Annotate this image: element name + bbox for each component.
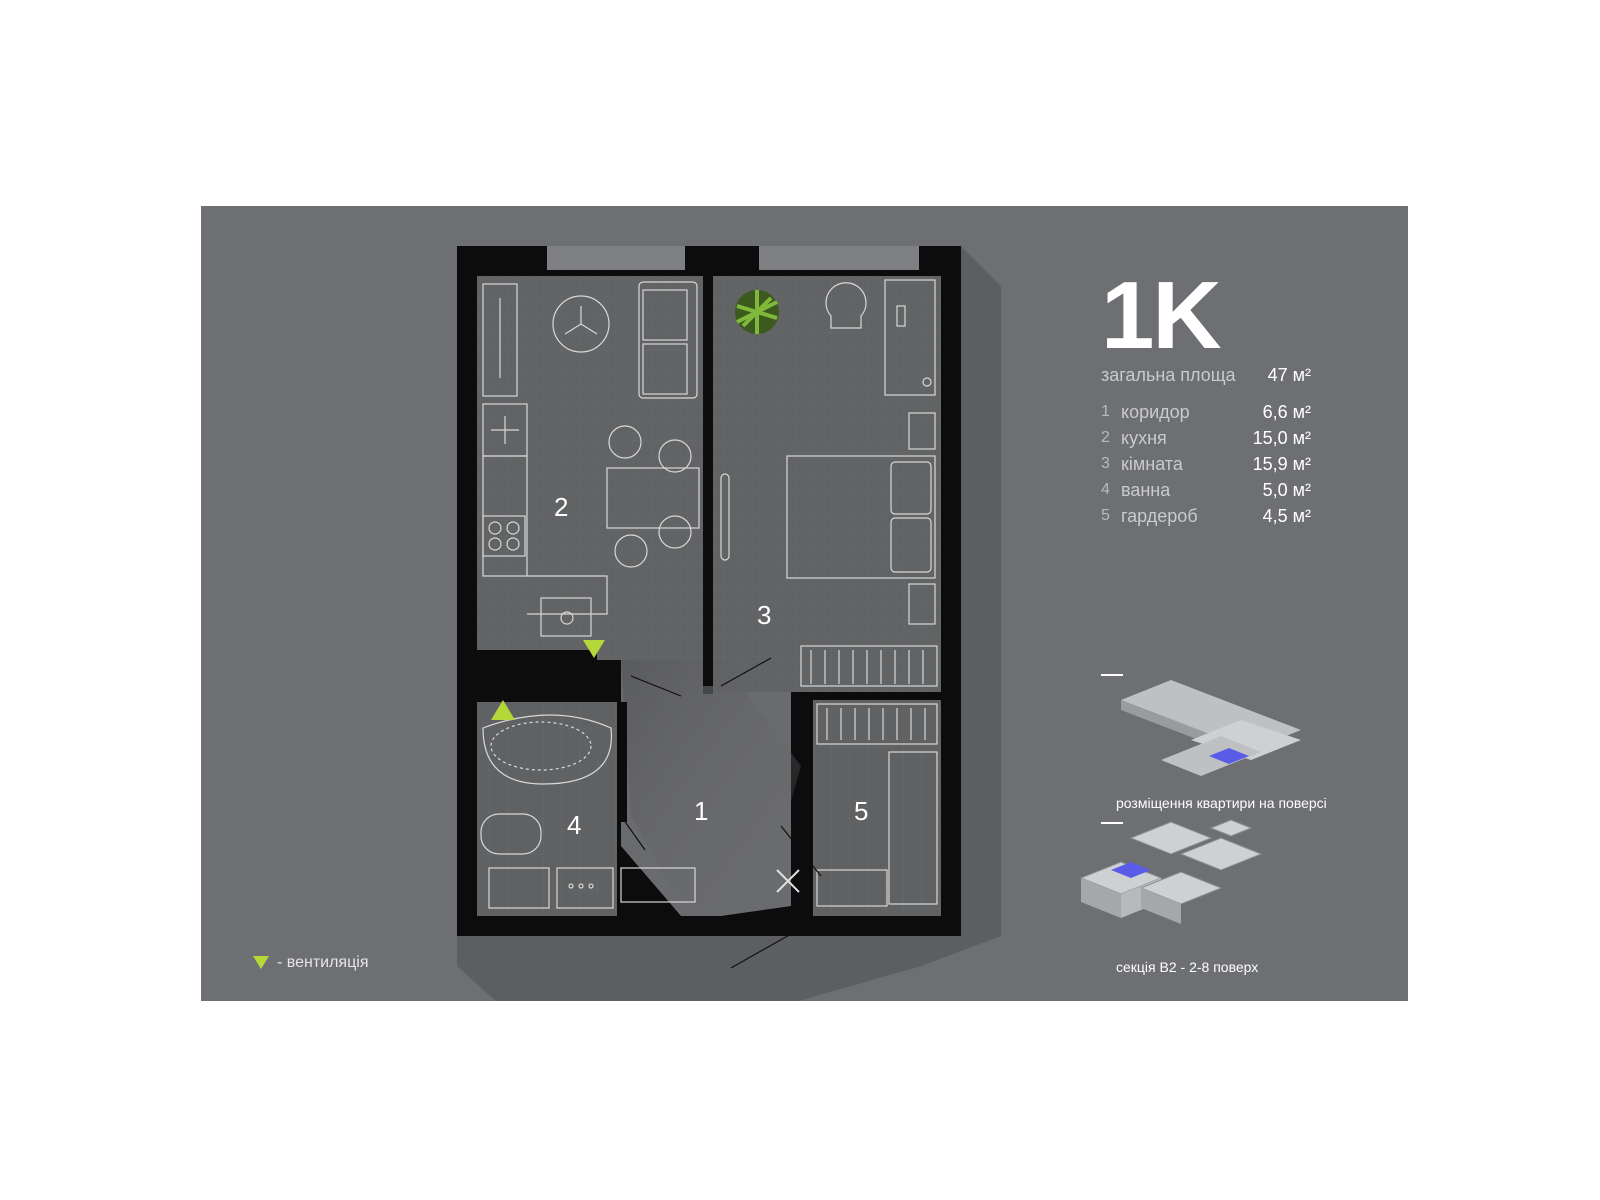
apartment-type-title: 1K — [1101, 262, 1222, 369]
section-building-icon — [1079, 819, 1263, 924]
room-row-name: кухня — [1121, 428, 1167, 448]
room-row-number: 1 — [1101, 403, 1110, 420]
floor-plan-panel: 1 2 3 4 5 1K загальна площа 47 м² 1 кори… — [201, 206, 1408, 1001]
room-row-area: 15,0 м² — [1252, 428, 1311, 448]
ventilation-triangle-icon — [491, 700, 515, 720]
bedroom-furniture — [720, 279, 938, 687]
door-swings — [620, 657, 822, 969]
ventilation-legend: - вентиляція — [253, 954, 368, 972]
caption-divider — [1101, 822, 1123, 824]
section-caption: секція В2 - 2-8 поверх — [1116, 959, 1259, 975]
floor-position-icon — [1121, 680, 1301, 776]
room-row-area: 4,5 м² — [1262, 506, 1311, 526]
plant-icon — [735, 290, 779, 334]
floor-plan — [457, 246, 1301, 1001]
room-row-number: 4 — [1101, 481, 1110, 498]
bathroom-furniture — [480, 714, 696, 909]
ventilation-legend-text: - вентиляція — [277, 954, 369, 971]
room-row-area: 6,6 м² — [1262, 402, 1311, 422]
room-row-number: 3 — [1101, 455, 1110, 472]
ventilation-triangle-icon — [583, 640, 605, 658]
room-row-name: ванна — [1121, 480, 1171, 500]
wardrobe-furniture — [816, 703, 938, 907]
room-row-area: 15,9 м² — [1252, 454, 1311, 474]
room-label-4: 4 — [567, 810, 582, 840]
room-label-1: 1 — [694, 796, 709, 826]
room-row-number: 5 — [1101, 507, 1110, 524]
kitchen-furniture — [482, 281, 700, 637]
room-label-5: 5 — [854, 796, 869, 826]
room-row-name: коридор — [1121, 402, 1190, 422]
ventilation-triangle-icon — [253, 956, 269, 970]
room-label-2: 2 — [554, 492, 569, 522]
room-row-number: 2 — [1101, 429, 1110, 446]
total-area-label: загальна площа — [1101, 365, 1236, 385]
window-room — [759, 246, 919, 270]
room-row-area: 5,0 м² — [1262, 480, 1311, 500]
room-row-name: гардероб — [1121, 506, 1198, 526]
floor-position-caption: розміщення квартири на поверсі — [1116, 795, 1327, 811]
entrance-cross-icon — [776, 869, 800, 893]
room-label-3: 3 — [757, 600, 772, 630]
caption-divider — [1101, 674, 1123, 676]
room-row-name: кімната — [1121, 454, 1183, 474]
window-kitchen — [547, 246, 685, 270]
total-area-value: 47 м² — [1267, 365, 1311, 385]
